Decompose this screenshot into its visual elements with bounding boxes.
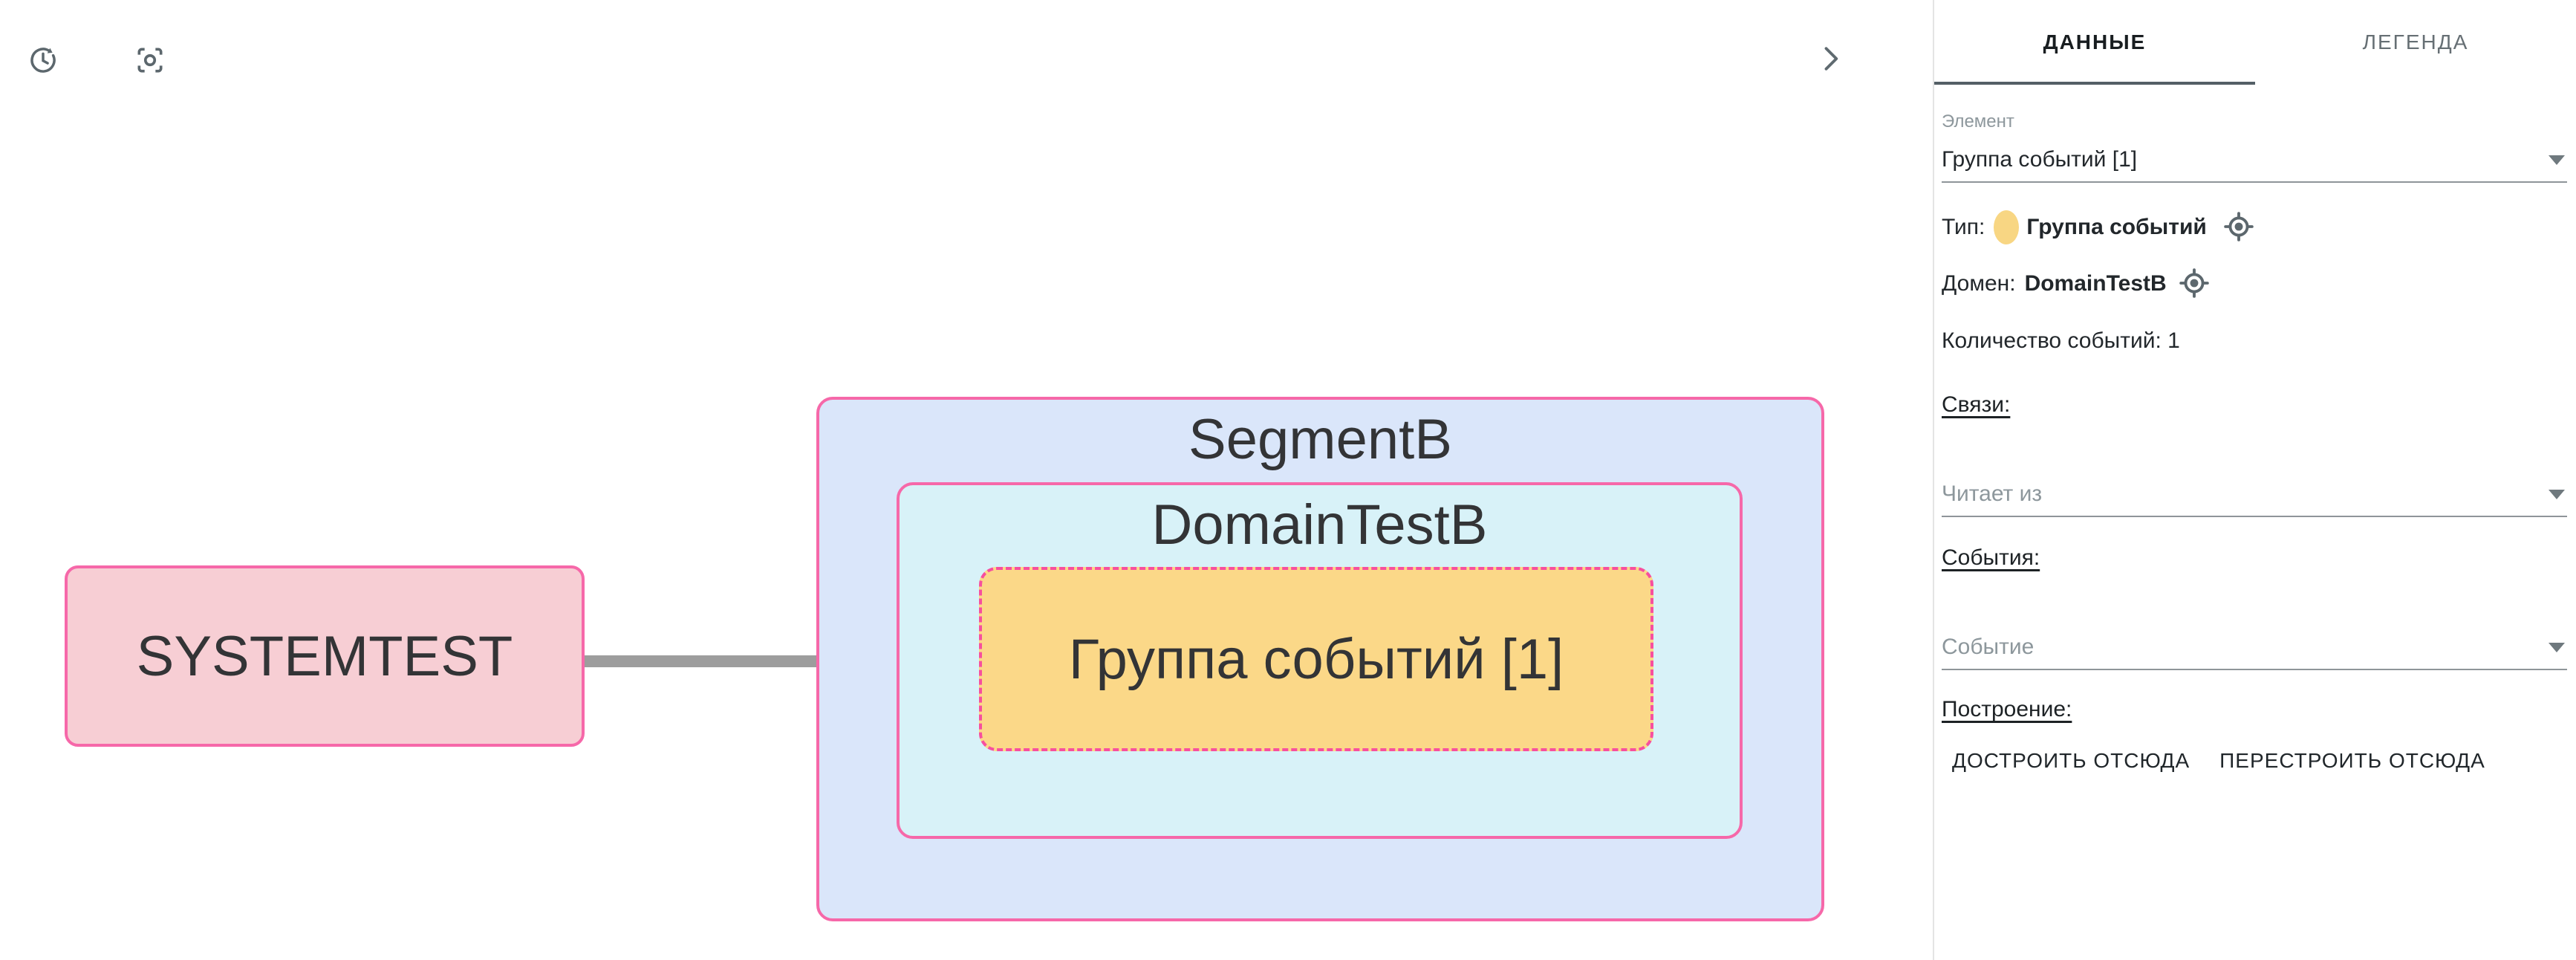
dropdown-arrow-icon — [2549, 490, 2565, 499]
center-diagram-button[interactable] — [132, 43, 168, 79]
type-row: Тип: Группа событий — [1942, 210, 2567, 244]
domain-value: DomainTestB — [2024, 271, 2167, 296]
type-label: Тип: — [1942, 215, 1985, 239]
locate-domain-button[interactable] — [2179, 267, 2210, 301]
center-focus-icon — [134, 44, 166, 79]
system-node-label: SYSTEMTEST — [136, 624, 513, 688]
rebuild-from-here-button[interactable]: ПЕРЕСТРОИТЬ ОТСЮДА — [2209, 739, 2496, 783]
build-heading: Построение: — [1942, 697, 2072, 721]
segment-node[interactable]: SegmentB DomainTestB Группа событий [1] — [816, 397, 1824, 921]
type-color-dot — [1994, 210, 2020, 244]
system-node[interactable]: SYSTEMTEST — [65, 565, 585, 747]
reads-from-placeholder: Читает из — [1942, 481, 2043, 506]
details-panel: ДАННЫЕ ЛЕГЕНДА Элемент Группа событий [1… — [1933, 0, 2576, 960]
event-select[interactable]: Событие — [1942, 630, 2567, 670]
element-select-value: Группа событий [1] — [1942, 147, 2138, 172]
domain-node[interactable]: DomainTestB Группа событий [1] — [897, 482, 1743, 839]
history-button[interactable] — [25, 43, 61, 79]
domain-row: Домен: DomainTestB — [1942, 267, 2567, 301]
locate-target-icon — [2179, 267, 2210, 301]
events-heading: События: — [1942, 545, 2040, 570]
collapse-panel-button[interactable] — [1812, 42, 1848, 77]
event-group-node[interactable]: Группа событий [1] — [979, 567, 1653, 751]
build-actions-row: ДОСТРОИТЬ ОТСЮДА ПЕРЕСТРОИТЬ ОТСЮДА — [1942, 739, 2567, 783]
domain-node-label: DomainTestB — [1151, 493, 1488, 557]
active-tab-indicator — [1934, 82, 2255, 85]
reads-from-select[interactable]: Читает из — [1942, 477, 2567, 517]
diagram-canvas[interactable]: SYSTEMTEST SegmentB DomainTestB Группа с… — [0, 0, 1931, 960]
locate-type-button[interactable] — [2223, 211, 2254, 244]
segment-node-label: SegmentB — [1188, 408, 1452, 471]
build-from-here-button[interactable]: ДОСТРОИТЬ ОТСЮДА — [1942, 739, 2200, 783]
event-count-text: Количество событий: 1 — [1942, 328, 2180, 353]
type-value: Группа событий — [2026, 215, 2207, 239]
element-field-label: Элемент — [1942, 111, 2014, 132]
chevron-right-icon — [1814, 42, 1847, 77]
panel-tabbar: ДАННЫЕ ЛЕГЕНДА — [1934, 0, 2576, 85]
tab-legend[interactable]: ЛЕГЕНДА — [2255, 0, 2576, 85]
tab-data[interactable]: ДАННЫЕ — [1934, 0, 2255, 85]
event-placeholder: Событие — [1942, 635, 2035, 659]
domain-label: Домен: — [1942, 271, 2016, 296]
links-heading: Связи: — [1942, 392, 2011, 417]
event-group-node-label: Группа событий [1] — [1068, 627, 1564, 691]
locate-target-icon — [2223, 211, 2254, 244]
dropdown-arrow-icon — [2549, 155, 2565, 165]
history-restore-icon — [27, 44, 59, 79]
element-select[interactable]: Группа событий [1] — [1942, 143, 2567, 183]
dropdown-arrow-icon — [2549, 643, 2565, 652]
